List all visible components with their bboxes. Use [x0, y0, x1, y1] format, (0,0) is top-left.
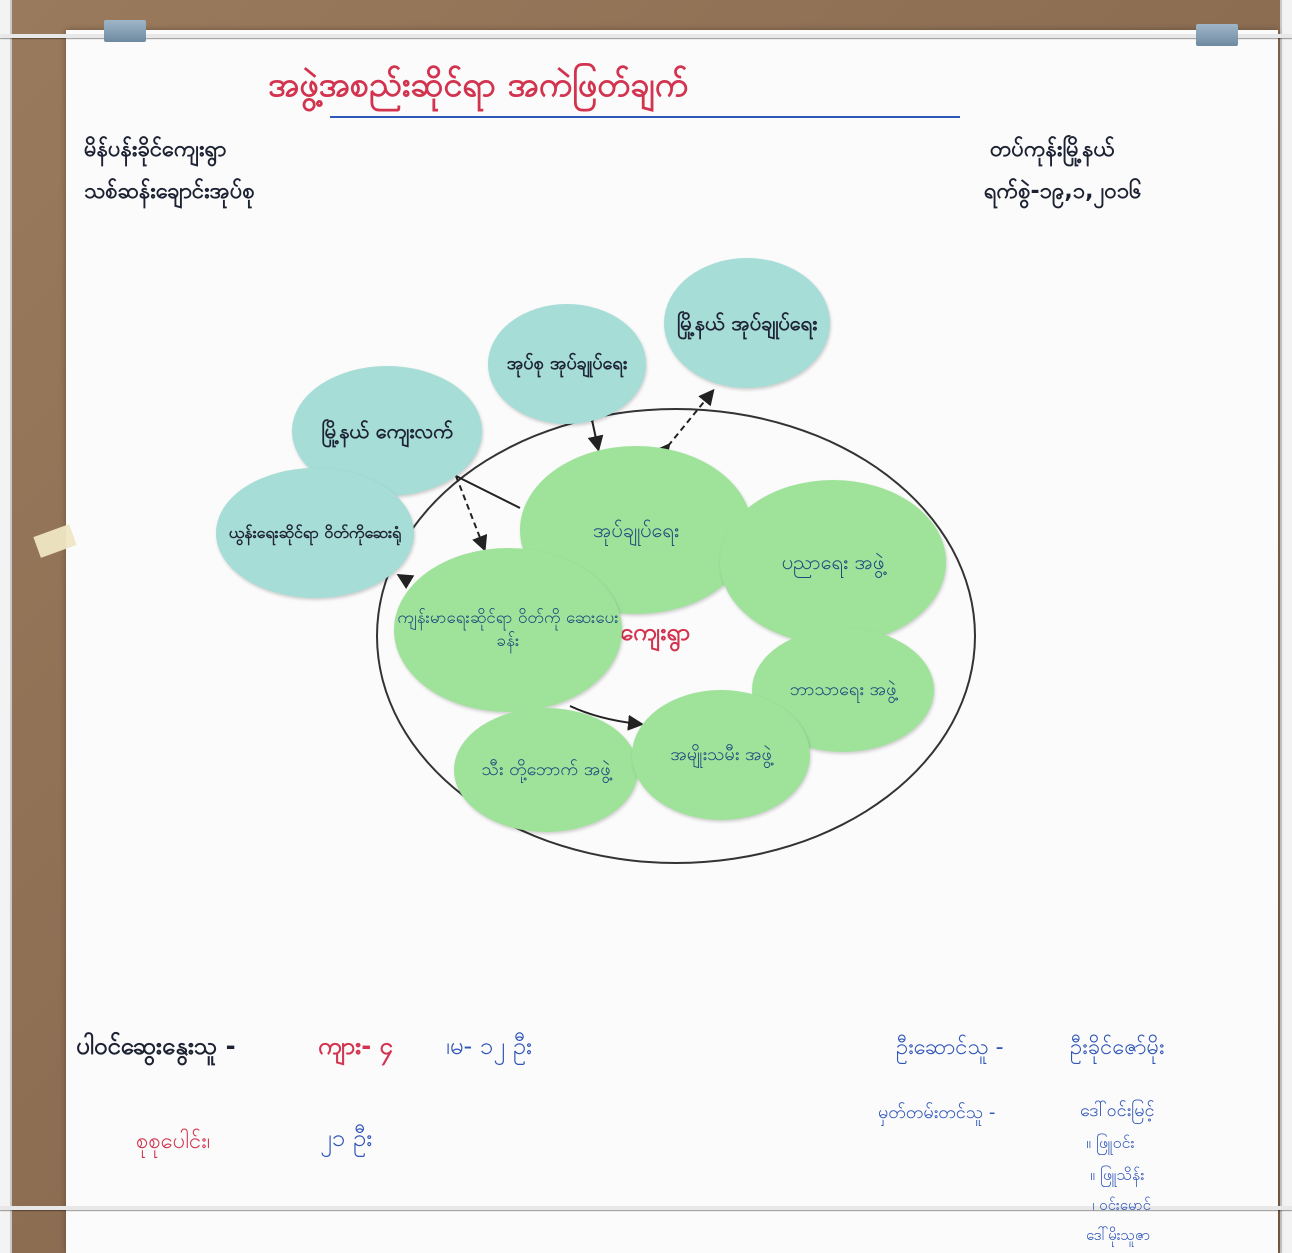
township-line: တပ်ကုန်းမြို့နယ် — [990, 137, 1115, 162]
circle-village-clinic: ကျန်းမာရေးဆိုင်ရာ ဝိတ်ကို ဆေးပေးခန်း — [394, 548, 622, 712]
recorder-label: မှတ်တမ်းတင်သူ - — [878, 1102, 996, 1123]
board-frame-left — [0, 0, 12, 1253]
binder-clip-left — [104, 20, 146, 42]
circle-education-group: ပညာရေး အဖွဲ့ — [720, 480, 946, 644]
date-line: ရက်စွဲ-၁၉,၁,၂၀၁၆ — [984, 179, 1142, 204]
total-value: ၂၁ ဦး — [320, 1124, 373, 1152]
hanging-wire-top — [0, 34, 1292, 38]
hanging-wire-bottom — [0, 1206, 1292, 1210]
participants-male: ကျား- ၄ — [318, 1032, 394, 1060]
board-frame-right — [1280, 0, 1292, 1253]
circle-women-group: အမျိုးသမီး အဖွဲ့ — [632, 690, 810, 820]
binder-clip-right — [1196, 24, 1238, 46]
recorder-name-5: ဒေါ်မိုးသူဇာ — [1086, 1226, 1151, 1244]
total-label: စုစုပေါင်း၊ — [136, 1129, 211, 1154]
location-line-1: မိန်ပန်းခိုင်ကျေးရွာ — [84, 137, 227, 162]
participants-label: ပါဝင်ဆွေးနွေးသူ - — [76, 1032, 236, 1060]
circle-township-hospital: ယွန်းရေးဆိုင်ရာ ဝိတ်ကိုဆေးရုံ — [216, 468, 414, 598]
circle-elders-group: သီး တို့ဘောက် အဖွဲ့ — [454, 708, 638, 832]
recorder-name-4: ၊ ဝင်းမောင် — [1092, 1196, 1151, 1214]
circle-tract-administration: အုပ်စု အုပ်ချုပ်ရေး — [488, 304, 646, 424]
recorder-name-2: ၊၊ ဖြူဝင်း — [1086, 1133, 1135, 1152]
facilitator-name: ဦးခိုင်ဇော်မိုး — [1070, 1035, 1165, 1060]
recorder-name-1: ဒေါ်ဝင်းမြင့် — [1080, 1100, 1155, 1121]
recorder-name-3: ၊၊ ဖြူသိန်း — [1090, 1165, 1145, 1184]
circle-township-administration: မြို့နယ် အုပ်ချုပ်ရေး — [664, 258, 830, 388]
participants-female: ၊မ- ၁၂ ဦး — [446, 1032, 533, 1060]
poster-title: အဖွဲ့အစည်းဆိုင်ရာ အကဲဖြတ်ချက် — [268, 65, 689, 105]
center-village-label: ကျေးရွာ — [620, 618, 691, 646]
location-line-2: သစ်ဆန်းချောင်းအုပ်စု — [84, 179, 255, 204]
facilitator-label: ဦးဆောင်သူ - — [896, 1035, 1004, 1060]
